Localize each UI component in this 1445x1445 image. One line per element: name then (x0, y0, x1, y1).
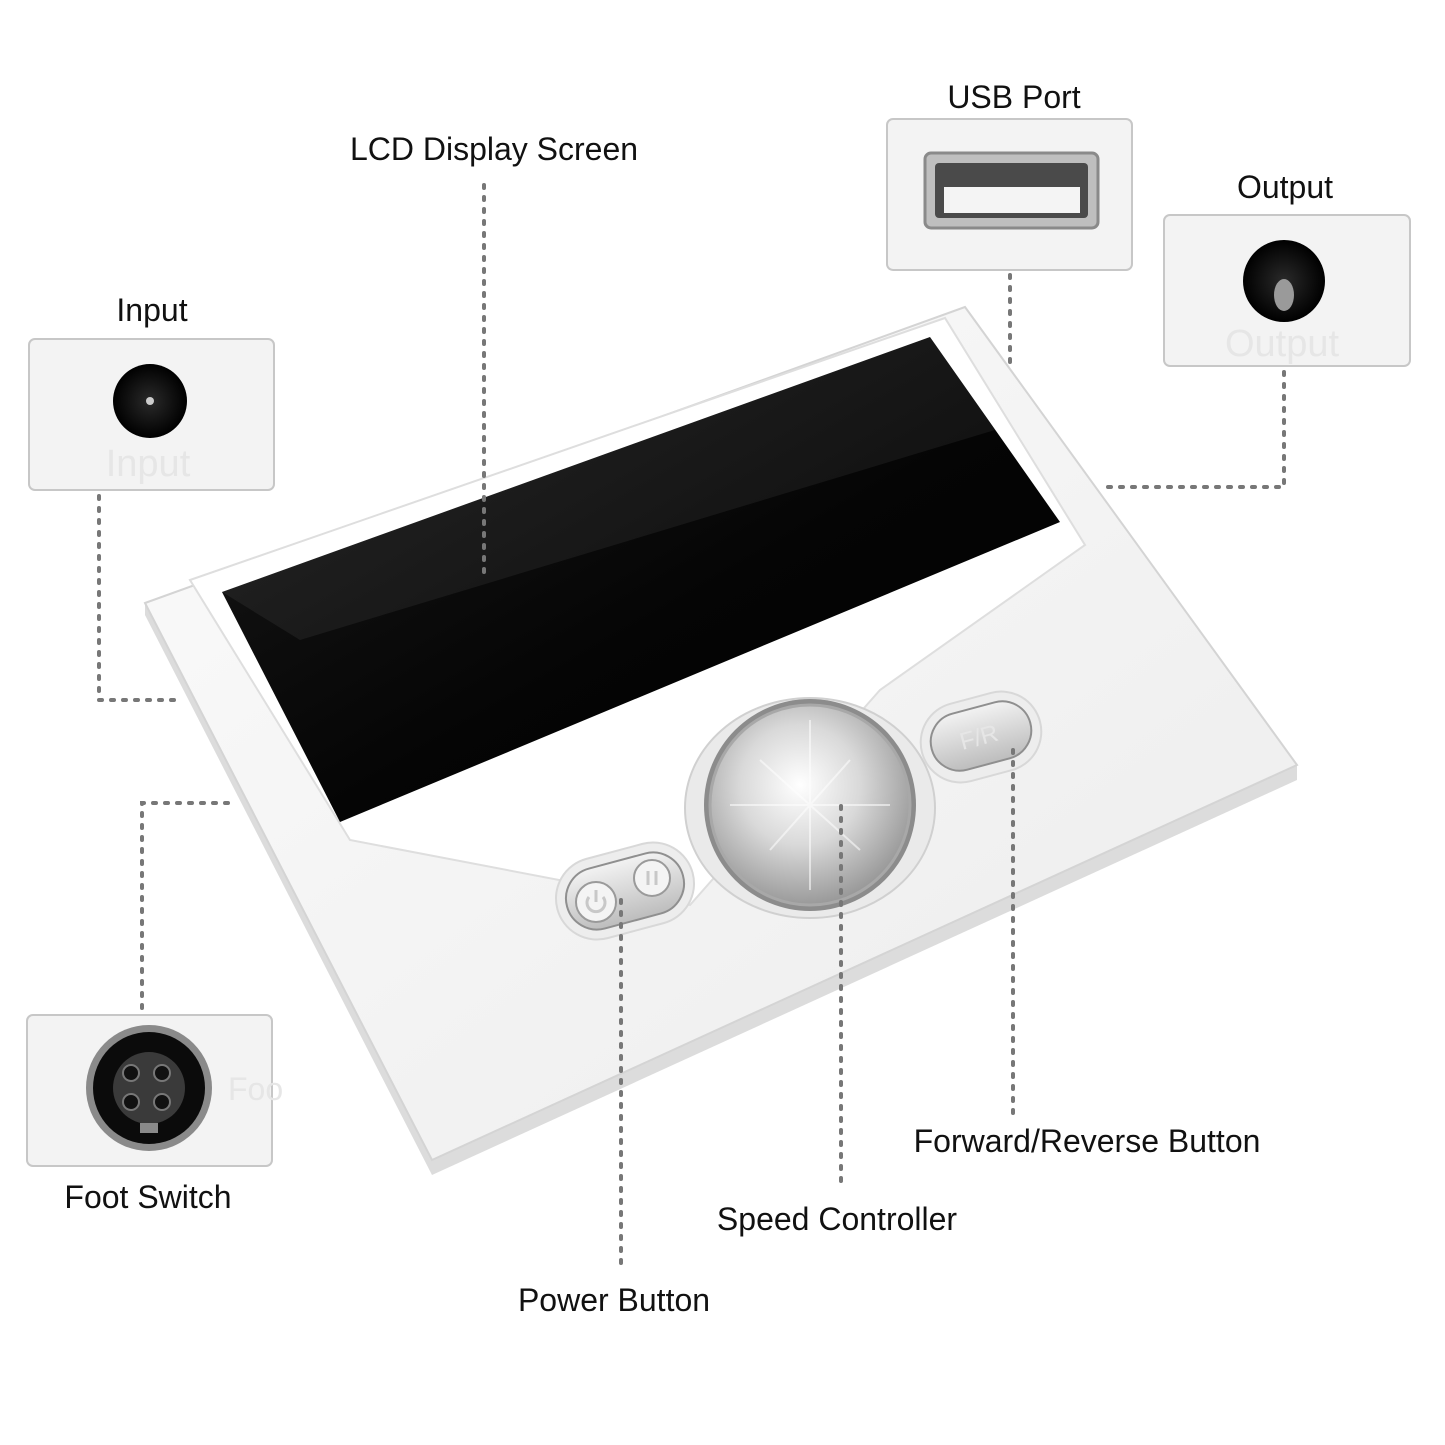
power-icon (585, 896, 607, 914)
usb-port-inset (886, 118, 1133, 271)
fr-button-cap (929, 700, 1033, 772)
label-input: Input (116, 292, 187, 328)
foot-connector-pin (122, 1093, 140, 1111)
label-usb-port: USB Port (947, 79, 1080, 115)
foot-switch-inset: Foo (26, 1014, 283, 1167)
foot-connector-pin (153, 1093, 171, 1111)
label-forward-reverse-button: Forward/Reverse Button (914, 1123, 1261, 1159)
lcd-display-screen (222, 337, 1060, 822)
lcd-screen-reflection (222, 337, 995, 640)
output-emboss: Output (1225, 323, 1340, 365)
foot-connector-pin (122, 1064, 140, 1082)
power-button[interactable] (547, 833, 703, 948)
label-foot-switch: Foot Switch (64, 1179, 231, 1215)
foot-emboss: Foo (228, 1071, 283, 1107)
usb-port-tongue (944, 187, 1080, 213)
leader-foot (140, 801, 234, 1010)
output-inset: Output (1163, 214, 1411, 367)
output-jack-pin (1274, 279, 1294, 311)
input-inset: Input (28, 338, 275, 491)
foot-connector-key (140, 1123, 158, 1133)
forward-reverse-button[interactable]: F/R (912, 683, 1051, 792)
knob-brush-lines (730, 720, 890, 890)
input-emboss: Input (106, 443, 191, 485)
leader-lines (97, 183, 1286, 1274)
leader-output (1100, 370, 1286, 489)
speed-controller-knob[interactable] (684, 697, 936, 919)
lcd-screen-glass (222, 337, 1060, 822)
label-lcd-display-screen: LCD Display Screen (350, 131, 638, 167)
pause-key[interactable] (633, 859, 671, 897)
foot-connector-pin (153, 1064, 171, 1082)
foot-connector-insert (113, 1052, 185, 1124)
leader-input (97, 494, 180, 702)
label-output: Output (1237, 169, 1333, 205)
label-speed-controller: Speed Controller (717, 1201, 957, 1237)
label-power-button: Power Button (518, 1282, 710, 1318)
input-jack-pin (146, 397, 154, 405)
